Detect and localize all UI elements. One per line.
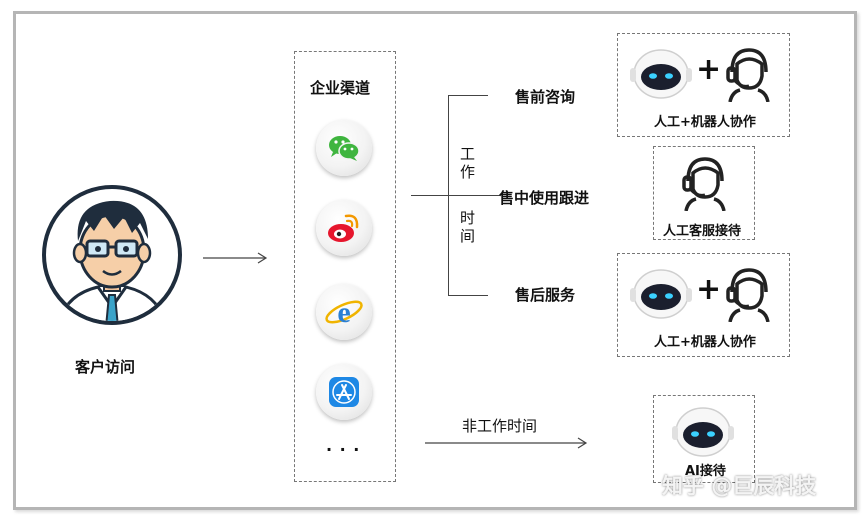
off-hours-label: 非工作时间 <box>462 417 538 435</box>
weibo-icon <box>328 214 359 242</box>
weibo-channel[interactable] <box>316 200 372 256</box>
app-store-icon <box>329 377 359 407</box>
plus-sign: + <box>696 52 722 87</box>
robot-icon <box>630 269 692 319</box>
work-time-char-1: 工 <box>460 145 476 163</box>
bracket-horizontal <box>411 195 500 196</box>
in-sale-service-label: 人工客服接待 <box>663 224 742 239</box>
bracket-top <box>448 95 488 96</box>
more-channels: · · · <box>326 440 361 459</box>
stage-pre-sale: 售前咨询 <box>515 88 576 106</box>
ai-service-box: AI接待 <box>653 395 755 483</box>
headset-agent-icon <box>726 48 770 102</box>
bracket-vertical <box>448 95 449 295</box>
work-time-char-2: 作 <box>460 163 476 181</box>
headset-agent-icon <box>726 268 770 322</box>
work-time-char-4: 间 <box>460 227 476 245</box>
ai-service-label: AI接待 <box>685 464 726 479</box>
appstore-channel[interactable] <box>316 364 372 420</box>
bracket-bottom <box>448 295 488 296</box>
svg-text:e: e <box>337 296 350 329</box>
customer-avatar <box>40 183 184 327</box>
arrow-to-channels <box>203 252 268 264</box>
in-sale-service-box: 人工客服接待 <box>653 146 755 240</box>
pre-sale-service-box: + 人工+机器人协作 <box>617 33 790 137</box>
stage-after-sale: 售后服务 <box>515 286 576 304</box>
robot-icon <box>672 407 734 457</box>
work-time-char-3: 时 <box>460 209 476 227</box>
watermark: 知乎 @巨辰科技 <box>662 474 817 498</box>
wechat-channel[interactable] <box>316 120 372 176</box>
plus-sign: + <box>696 272 722 307</box>
channels-title: 企业渠道 <box>310 79 371 97</box>
wechat-icon <box>329 136 360 161</box>
customer-label: 客户访问 <box>75 358 136 376</box>
arrow-to-ai <box>425 437 588 449</box>
ie-channel[interactable]: e <box>316 284 372 340</box>
ie-browser-icon: e <box>325 296 363 329</box>
headset-agent-icon <box>682 157 726 211</box>
after-sale-service-box: + 人工+机器人协作 <box>617 253 790 357</box>
stage-in-sale: 售中使用跟进 <box>499 189 590 207</box>
robot-icon <box>630 49 692 99</box>
after-sale-service-label: 人工+机器人协作 <box>654 335 756 350</box>
pre-sale-service-label: 人工+机器人协作 <box>654 115 756 130</box>
